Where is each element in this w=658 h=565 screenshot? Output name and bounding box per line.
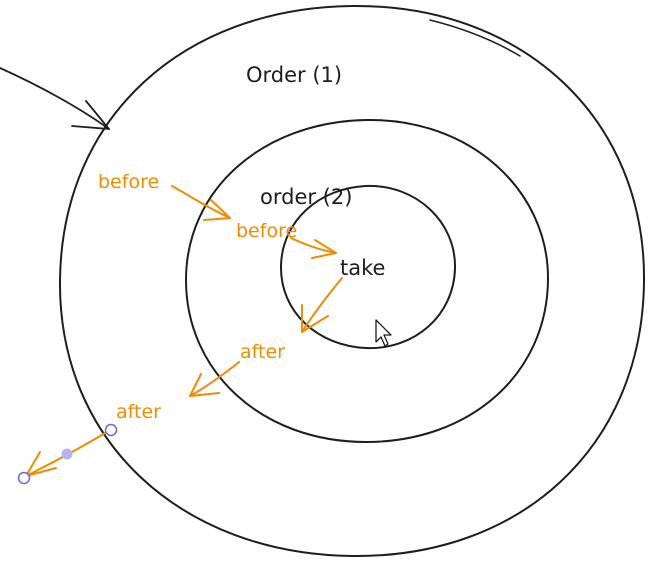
after-label-inner: after [240,341,285,363]
arrow-after-to-after[interactable] [189,361,240,397]
arrow-end-handle[interactable] [17,471,31,485]
arrow-before-to-take[interactable] [290,237,337,259]
arrow-start-handle[interactable] [104,423,118,437]
middle-ring-circle[interactable] [184,118,550,444]
outer-ring-label: Order (1) [246,63,342,87]
incoming-arrow[interactable] [0,67,110,130]
inner-ring-circle[interactable] [279,184,457,350]
before-label-outer: before [98,171,159,193]
arrow-before-to-before[interactable] [171,185,231,221]
middle-ring-label: order (2) [260,185,352,209]
core-label: take [340,256,385,280]
mouse-pointer-icon [375,319,392,347]
outer-ring-overstroke [429,19,521,57]
after-label-outer: after [116,401,161,423]
arrow-take-to-after[interactable] [301,277,343,333]
before-label-inner: before [236,220,297,242]
arrow-mid-handle[interactable] [61,448,73,460]
outer-ring-circle[interactable] [58,4,646,558]
